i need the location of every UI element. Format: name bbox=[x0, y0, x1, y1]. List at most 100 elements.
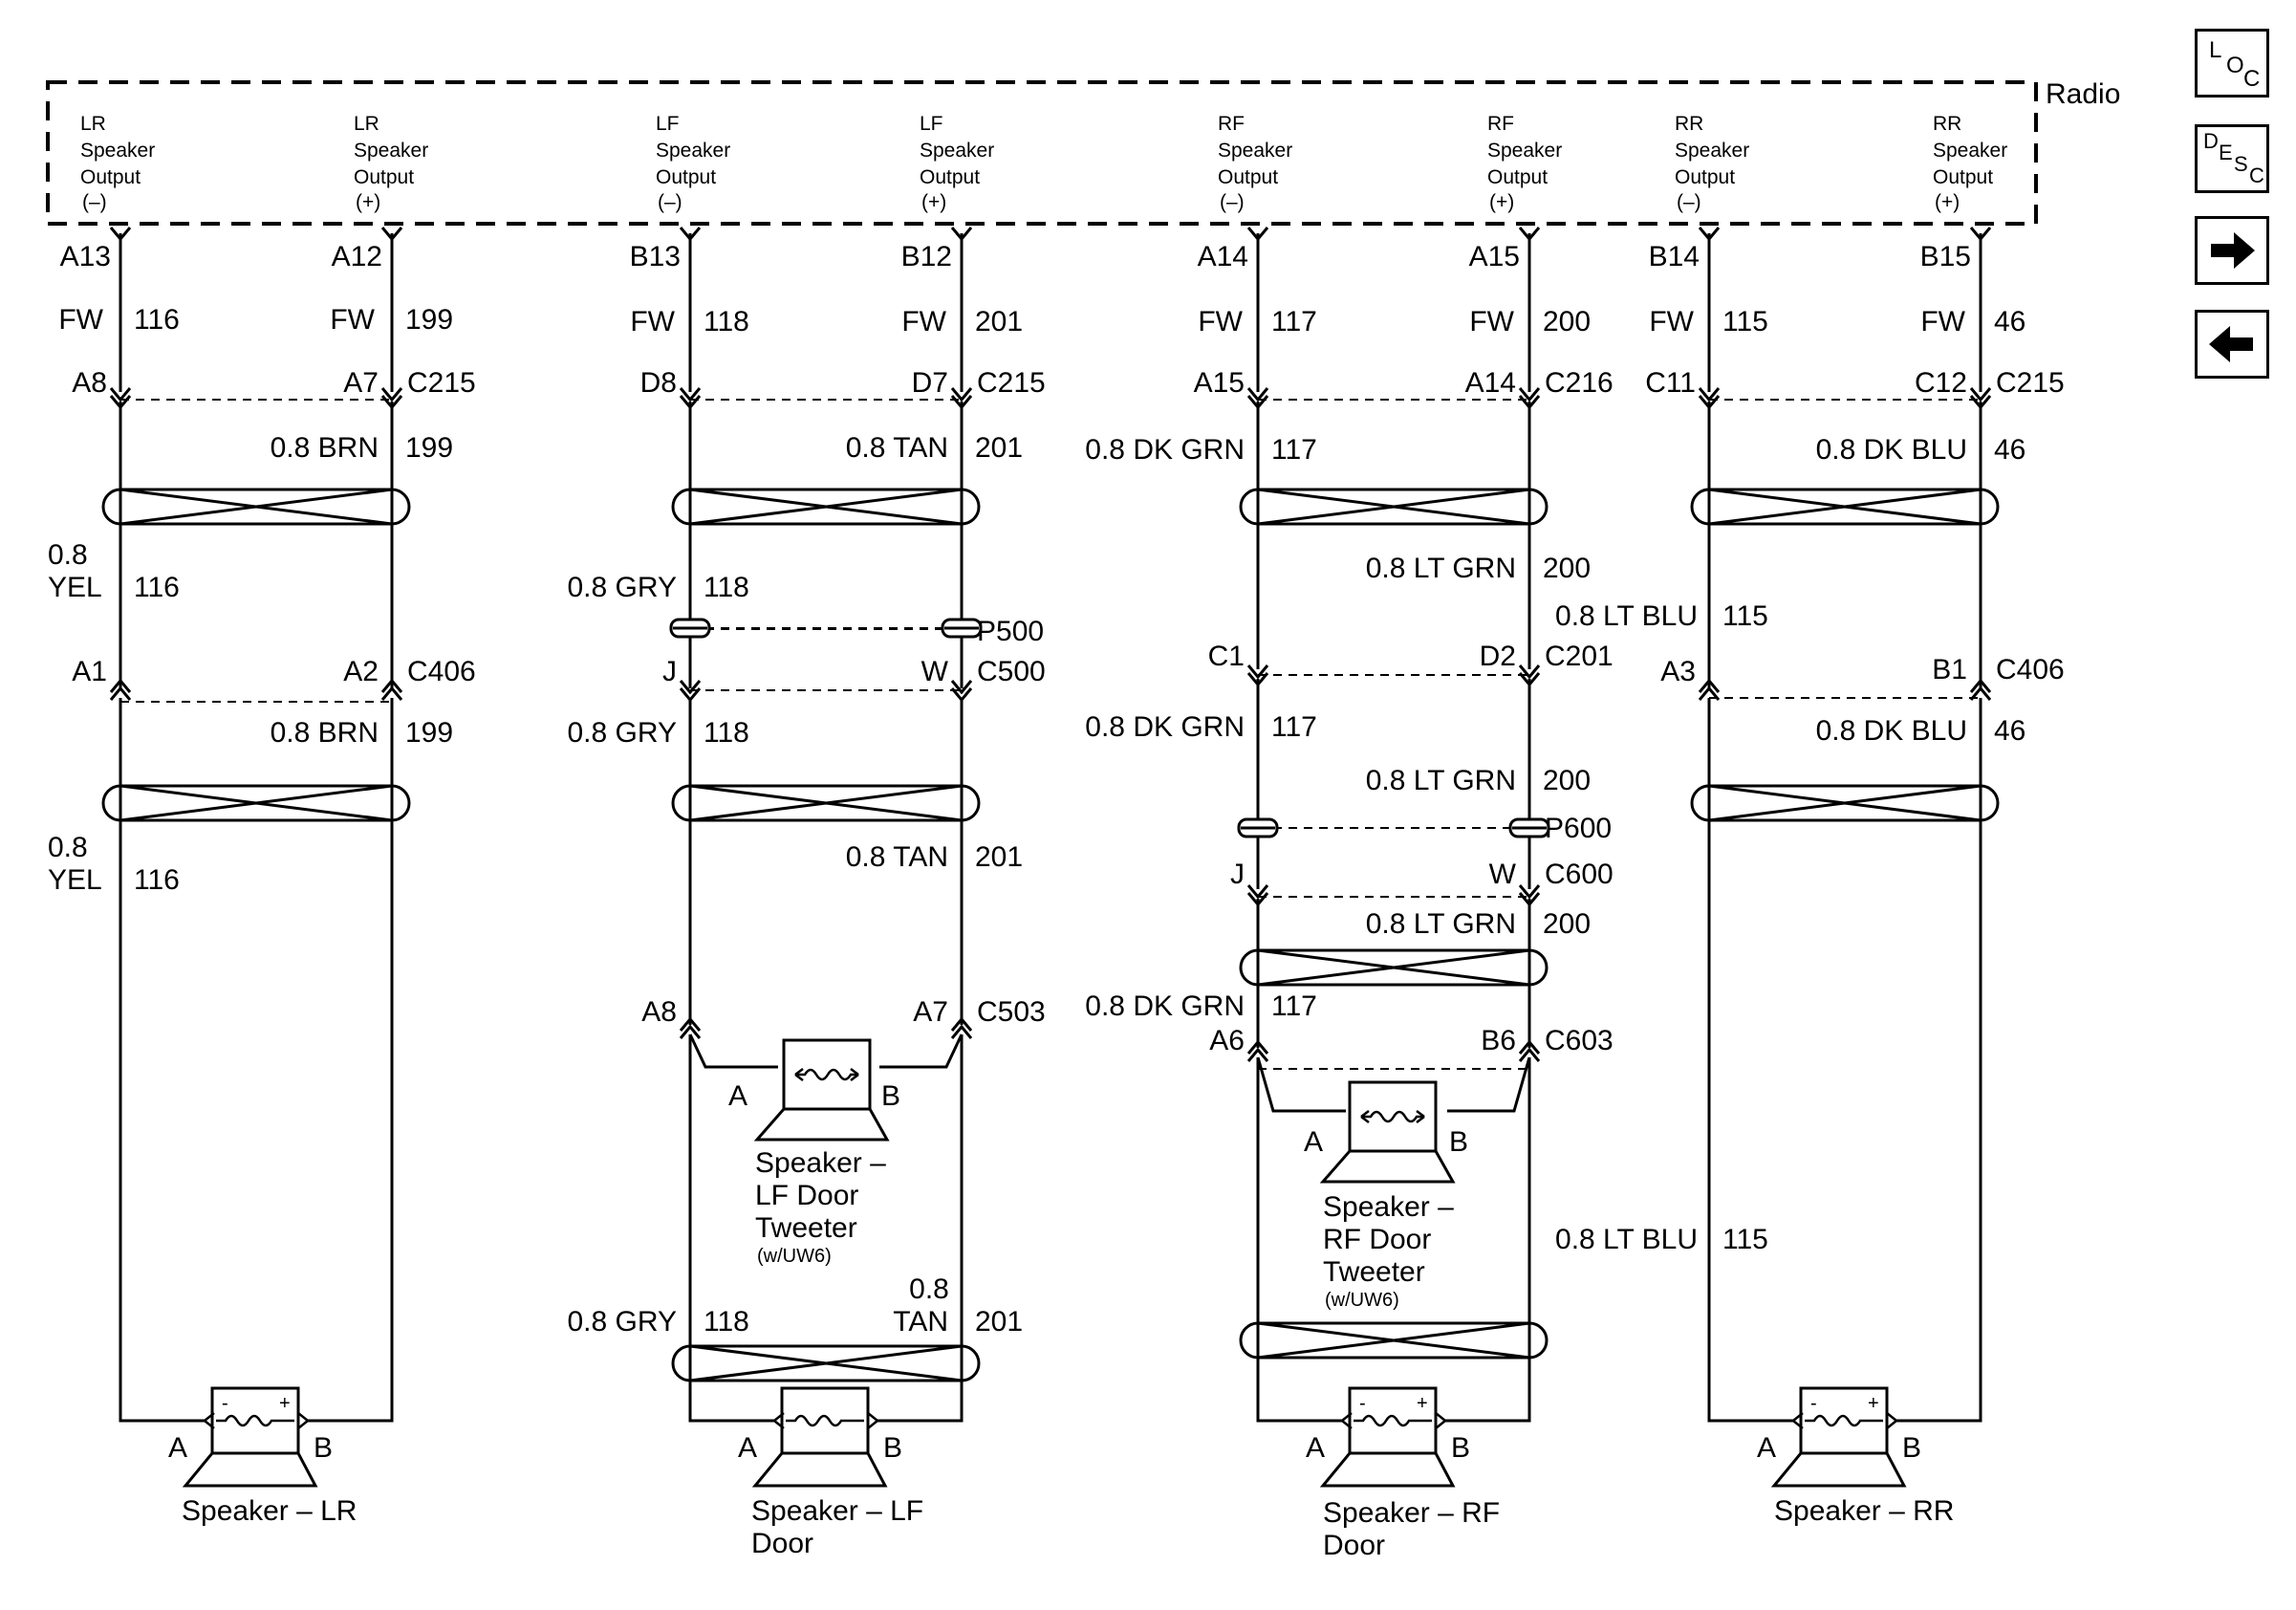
circuit-number: 46 bbox=[1994, 434, 2025, 466]
minus-terminal: - bbox=[1810, 1393, 1817, 1414]
circuit-number: 118 bbox=[704, 717, 749, 749]
radio-output-rr-minus: RR Speaker Output (–) bbox=[1675, 113, 1749, 213]
output-polarity: (–) bbox=[1677, 191, 1701, 213]
output-line2: Output bbox=[656, 166, 716, 188]
fw-labels: FW FW FW FW FW FW FW FW 116 199 118 201 … bbox=[58, 304, 2025, 337]
output-line1: Speaker bbox=[1933, 140, 2007, 162]
arrow-right-icon bbox=[2211, 232, 2255, 269]
circuit-number: 46 bbox=[1994, 306, 2025, 337]
pin-label: D7 bbox=[912, 367, 948, 399]
wire-color: YEL bbox=[48, 864, 102, 896]
connector-id: C215 bbox=[1996, 367, 2065, 399]
output-channel: RR bbox=[1933, 113, 1961, 135]
wire-color: 0.8 LT BLU bbox=[1555, 1224, 1698, 1255]
output-line1: Speaker bbox=[80, 140, 155, 162]
pin-label: A14 bbox=[1198, 241, 1248, 272]
speaker-name: Speaker – RR bbox=[1774, 1495, 1954, 1527]
pin-label: J bbox=[662, 656, 677, 687]
wire-rf-plus bbox=[1445, 233, 1531, 1423]
pin-label: A15 bbox=[1194, 367, 1245, 399]
fw-label: FW bbox=[901, 306, 946, 337]
pin-label: B bbox=[1449, 1126, 1468, 1158]
speaker-name: Door bbox=[751, 1528, 813, 1559]
pin-label: W bbox=[921, 656, 949, 687]
circuit-number: 117 bbox=[1271, 434, 1317, 466]
location-button[interactable]: L O C bbox=[2195, 29, 2269, 98]
splice-id: P500 bbox=[977, 616, 1044, 647]
circuit-number: 116 bbox=[134, 864, 180, 896]
circuit-number: 117 bbox=[1271, 306, 1317, 337]
output-line1: Speaker bbox=[354, 140, 428, 162]
wire-color: 0.8 TAN bbox=[846, 432, 948, 464]
pin-label: A8 bbox=[641, 996, 677, 1028]
top-pin-labels: A13 A12 B13 B12 A14 A15 B14 B15 bbox=[60, 241, 1971, 272]
pin-label: A bbox=[1306, 1432, 1325, 1464]
pin-label: B bbox=[881, 1080, 900, 1112]
pin-label: C12 bbox=[1915, 367, 1967, 399]
connector-dashes bbox=[120, 399, 1981, 1070]
wire-color: 0.8 GRY bbox=[567, 572, 677, 603]
speaker-name: Speaker – LF bbox=[751, 1495, 923, 1527]
plus-terminal: + bbox=[1417, 1393, 1428, 1414]
description-button[interactable]: D E S C bbox=[2195, 124, 2269, 193]
pin-label: J bbox=[1230, 859, 1245, 890]
speaker-lf-tweeter: A B Speaker – LF Door Tweeter (w/UW6) bbox=[728, 1038, 900, 1267]
splice-id: P600 bbox=[1545, 813, 1612, 844]
fw-label: FW bbox=[1469, 306, 1514, 337]
circuit-number: 200 bbox=[1543, 553, 1591, 584]
speaker-lf: A B Speaker – LF Door bbox=[738, 1386, 923, 1559]
wire-color: YEL bbox=[48, 572, 102, 603]
circuit-number: 46 bbox=[1994, 715, 2025, 747]
fw-label: FW bbox=[1649, 306, 1694, 337]
previous-page-button[interactable] bbox=[2195, 310, 2269, 379]
option-note: (w/UW6) bbox=[757, 1246, 832, 1267]
output-polarity: (+) bbox=[356, 191, 380, 213]
wire-color: 0.8 TAN bbox=[846, 841, 948, 873]
splices bbox=[669, 618, 1550, 838]
circuit-number: 118 bbox=[704, 1306, 749, 1338]
twisted-pairs bbox=[101, 488, 2000, 1382]
pin-label: A8 bbox=[72, 367, 107, 399]
circuit-number: 117 bbox=[1271, 711, 1317, 743]
output-polarity: (+) bbox=[1489, 191, 1514, 213]
wire-color: 0.8 GRY bbox=[567, 717, 677, 749]
output-polarity: (–) bbox=[1220, 191, 1245, 213]
connector-id: C503 bbox=[977, 996, 1046, 1028]
wire-rr-plus bbox=[1896, 233, 1982, 1423]
wire-color: 0.8 DK GRN bbox=[1085, 711, 1245, 743]
speaker-name: Tweeter bbox=[1323, 1256, 1425, 1288]
next-page-button[interactable] bbox=[2195, 216, 2269, 285]
loc-letter-l: L bbox=[2209, 37, 2222, 63]
output-channel: RR bbox=[1675, 113, 1703, 135]
pin-label: A bbox=[728, 1080, 747, 1112]
loc-letter-c: C bbox=[2243, 66, 2261, 92]
pin-label: B13 bbox=[630, 241, 681, 272]
plus-terminal: + bbox=[1868, 1393, 1879, 1414]
pin-label: W bbox=[1489, 859, 1517, 890]
wire-rf-minus bbox=[1256, 233, 1346, 1423]
output-line2: Output bbox=[354, 166, 414, 188]
fw-label: FW bbox=[58, 304, 103, 336]
output-channel: LR bbox=[354, 113, 379, 135]
output-channel: LR bbox=[80, 113, 106, 135]
pin-label: A7 bbox=[343, 367, 379, 399]
pin-label: B1 bbox=[1932, 654, 1967, 685]
wire-lr-minus bbox=[119, 233, 205, 1423]
connector-id: C201 bbox=[1545, 641, 1614, 672]
circuit-number: 199 bbox=[405, 432, 453, 464]
fw-label: FW bbox=[330, 304, 375, 336]
radio-output-lf-plus: LF Speaker Output (+) bbox=[920, 113, 994, 213]
wire-color: 0.8 DK BLU bbox=[1816, 434, 1967, 466]
speaker-name: Speaker – bbox=[755, 1147, 886, 1179]
wire-lr-plus bbox=[308, 233, 394, 1423]
circuit-number: 200 bbox=[1543, 306, 1591, 337]
row2-connector-labels: A1 A2 C406 P500 J W C500 C1 D2 C201 A3 B… bbox=[72, 616, 2064, 687]
pin-label: A14 bbox=[1465, 367, 1516, 399]
radio-output-rr-plus: RR Speaker Output (+) bbox=[1933, 113, 2007, 213]
pin-label: B bbox=[883, 1432, 902, 1464]
output-line2: Output bbox=[80, 166, 141, 188]
minus-terminal: - bbox=[222, 1393, 228, 1414]
pin-label: A13 bbox=[60, 241, 111, 272]
circuit-number: 201 bbox=[975, 432, 1023, 464]
radio-module: Radio LR Speaker Output (–) LR Speaker O… bbox=[46, 78, 2120, 226]
